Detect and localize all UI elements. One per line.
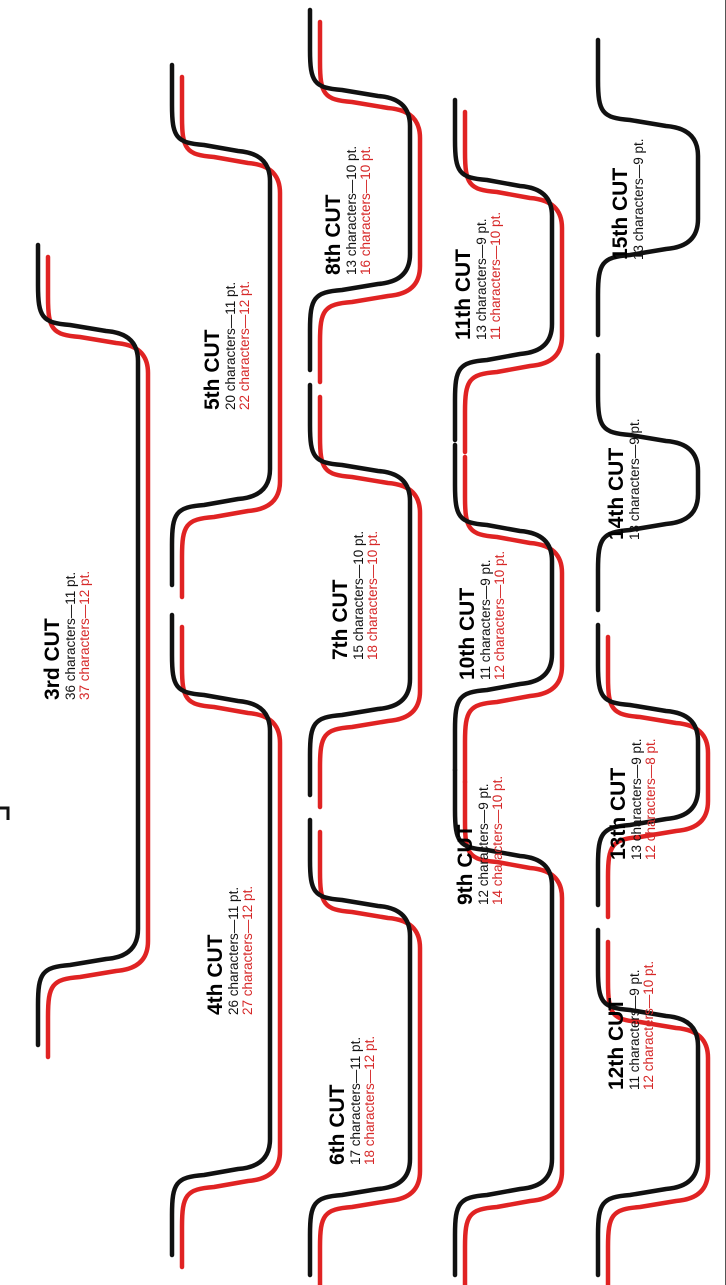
black-profile-curve — [307, 382, 413, 798]
cut-red-spec: 16 characters—10 pt. — [358, 145, 374, 275]
black-profile-curve — [307, 7, 413, 373]
red-profile-curve — [462, 454, 565, 785]
cut-title: 9th CUT — [454, 824, 477, 906]
cut-label-4: 4th CUT 26 characters—11 pt. 27 characte… — [204, 885, 256, 1016]
cut-label-12: 12th CUT 11 characters—9 pt. 12 characte… — [605, 960, 657, 1090]
red-profile-curve — [605, 634, 711, 920]
cut-title: 5th CUT — [201, 329, 224, 411]
cut-title: 8th CUT — [322, 194, 345, 276]
cut-label-7: 7th CUT 15 characters—10 pt. 18 characte… — [329, 530, 381, 661]
red-profile-curve — [462, 109, 565, 455]
black-profile-curve — [169, 612, 273, 1258]
cut-title: 13th CUT — [607, 767, 630, 860]
cut-black-spec: 11 characters—9 pt. — [627, 969, 643, 1090]
cut-black-spec: 13 characters—9 pt. — [474, 218, 490, 340]
cut-label-9: 9th CUT 12 characters—9 pt. 14 character… — [454, 775, 506, 906]
cut-label-5: 5th CUT 20 characters—11 pt. 22 characte… — [201, 280, 253, 411]
cut-title: 15th CUT — [609, 167, 632, 260]
cut-red-spec: 11 characters—10 pt. — [488, 211, 504, 340]
cut-black-spec: 11 characters—9 pt. — [478, 559, 494, 680]
cut-title: 11th CUT — [452, 248, 475, 340]
black-profile-curve — [452, 767, 555, 1278]
cut-black-spec: 13 characters—9 pt. — [631, 138, 647, 260]
black-profile-curve — [595, 37, 701, 338]
red-profile-curve — [317, 394, 423, 810]
black-profile-curve — [452, 97, 555, 443]
cut-red-spec: 18 characters—10 pt. — [365, 530, 381, 660]
red-profile-curve — [605, 939, 711, 1285]
cut-black-spec: 36 characters—11 pt. — [63, 571, 79, 700]
cut-title: 4th CUT — [204, 934, 227, 1016]
cut-black-spec: 15 characters—10 pt. — [351, 530, 367, 660]
red-profile-curve — [317, 829, 423, 1285]
cut-black-spec: 13 characters—9 pt. — [629, 738, 645, 860]
red-profile-curve — [179, 624, 283, 1270]
cut-title: 14th CUT — [605, 447, 628, 540]
cut-black-spec: 17 characters—11 pt. — [348, 1036, 364, 1165]
cut-label-14: 14th CUT 13 characters—9 pt. — [605, 418, 643, 540]
red-profile-curve — [179, 74, 283, 600]
cut-label-10: 10th CUT 11 characters—9 pt. 12 characte… — [456, 550, 508, 680]
cut-red-spec: 12 characters—10 pt. — [641, 960, 657, 1090]
red-profile-curve — [317, 19, 423, 385]
red-profile-curve — [462, 779, 565, 1285]
black-profile-curve — [595, 352, 701, 613]
black-profile-curve — [595, 927, 701, 1278]
cut-title: 6th CUT — [326, 1084, 349, 1166]
red-profile-curve — [45, 254, 151, 1060]
cut-black-spec: 13 characters—10 pt. — [344, 145, 360, 275]
cut-black-spec: 26 characters—11 pt. — [226, 886, 242, 1015]
cut-black-spec: 20 characters—11 pt. — [223, 281, 239, 410]
black-profile-curve — [307, 817, 413, 1278]
cut-red-spec: 27 characters—12 pt. — [240, 885, 256, 1015]
black-profile-curve — [169, 62, 273, 588]
cut-red-spec: 12 characters—8 pt. — [643, 738, 659, 860]
cut-title: 7th CUT — [329, 579, 352, 661]
cut-red-spec: 22 characters—12 pt. — [237, 280, 253, 410]
cut-label-8: 8th CUT 13 characters—10 pt. 16 characte… — [322, 145, 374, 276]
cut-label-3: 3rd CUT 36 characters—11 pt. 37 characte… — [41, 570, 93, 700]
black-profile-curve — [35, 242, 141, 1048]
cut-label-11: 11th CUT 13 characters—9 pt. 11 characte… — [452, 211, 504, 340]
black-profile-curve — [452, 442, 555, 773]
cut-title: 12th CUT — [605, 997, 628, 1090]
cut-label-6: 6th CUT 17 characters—11 pt. 18 characte… — [326, 1035, 378, 1166]
cut-label-15: 15th CUT 13 characters—9 pt. — [609, 138, 647, 260]
cut-black-spec: 12 characters—9 pt. — [476, 783, 492, 905]
cut-label-13: 13th CUT 13 characters—9 pt. 12 characte… — [607, 738, 659, 860]
cut-red-spec: 37 characters—12 pt. — [77, 570, 93, 700]
cut-red-spec: 12 characters—10 pt. — [492, 550, 508, 680]
cut-red-spec: 18 characters—12 pt. — [362, 1035, 378, 1165]
black-profile-curve — [595, 622, 701, 908]
cut-black-spec: 13 characters—9 pt. — [627, 418, 643, 540]
cut-title: 3rd CUT — [41, 618, 64, 700]
edge-stub-curve — [0, 806, 10, 820]
cut-red-spec: 14 characters—10 pt. — [490, 775, 506, 905]
cut-title: 10th CUT — [456, 587, 479, 680]
